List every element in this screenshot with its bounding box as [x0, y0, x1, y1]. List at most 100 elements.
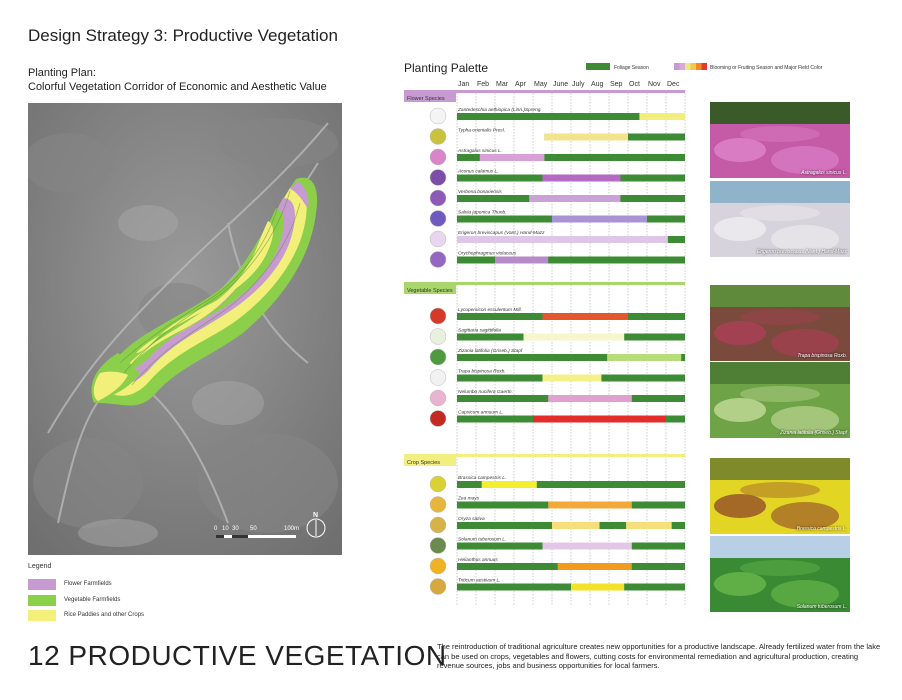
legend-swatch-vegetable	[28, 595, 56, 606]
species-name: Brassica campestris L.	[458, 475, 506, 481]
group-header-tab	[404, 285, 456, 294]
species-icon	[429, 578, 447, 595]
scale-bar: 0 10 30 50 100m	[214, 526, 299, 538]
species-photo: Trapa bispinosa Roxb.	[710, 285, 850, 361]
legend-swatch-flower	[28, 579, 56, 590]
legend-label-vegetable: Vegetable Farmfields	[64, 597, 121, 603]
scale-label: 10	[222, 526, 229, 532]
planting-palette-title: Planting Palette	[404, 61, 489, 75]
month-label: Jan	[458, 81, 469, 88]
species-name: Trapa bispinosa Roxb.	[458, 369, 506, 375]
species-name: Capsicum annuum L.	[458, 410, 503, 416]
month-label: June	[553, 81, 568, 88]
photo-image	[710, 458, 850, 534]
month-label: Mar	[496, 81, 509, 88]
species-icon	[429, 189, 447, 207]
photo-image	[710, 362, 850, 438]
photo-caption: Erigeron breviscapus (Vant.) Hand-Mazz	[756, 249, 847, 255]
bloom-bar	[495, 256, 549, 264]
bloom-bar	[552, 522, 600, 529]
species-name: Lycopersicon esculentum Mill.	[458, 307, 522, 313]
species-name: Zea mays	[457, 496, 480, 502]
foliage-bar	[457, 256, 685, 264]
bloom-season-swatch	[674, 63, 680, 70]
vegetation-corridor	[91, 177, 318, 406]
species-icon	[429, 169, 447, 186]
scale-label: 0	[214, 526, 218, 532]
bloom-season-swatch	[696, 63, 702, 70]
month-label: Sep	[610, 81, 623, 88]
bloom-bar	[542, 313, 628, 320]
photo-image	[710, 536, 850, 612]
foliage-bar	[457, 113, 666, 120]
legend-swatch-rice	[28, 610, 56, 621]
species-icon	[429, 557, 447, 575]
species-name: Zantedeschia aethiopica (Linn.)Spreng.	[457, 107, 542, 113]
bloom-bar	[557, 563, 632, 570]
photo-image	[710, 285, 850, 361]
month-label: Oct	[629, 81, 640, 88]
bloom-bar	[542, 374, 602, 382]
species-photo: Astragalus sinicus L.	[710, 102, 850, 178]
bloom-season-swatch	[701, 63, 707, 70]
bloom-bar	[552, 215, 647, 223]
planting-plan-title: Planting Plan: Colorful Vegetation Corri…	[28, 66, 327, 94]
bloom-bar	[639, 113, 685, 120]
bloom-season-swatch	[679, 63, 685, 70]
species-icon	[429, 537, 447, 554]
species-photo: Brassica campestris L.	[710, 458, 850, 534]
month-label: May	[534, 81, 548, 88]
scale-label: 30	[232, 526, 239, 532]
legend-label-flower: Flower Farmfields	[64, 581, 112, 587]
page-title: Design Strategy 3: Productive Vegetation	[28, 26, 338, 45]
group-header-bar	[404, 282, 685, 285]
bloom-bar	[523, 333, 625, 341]
species-name: Orychophragmus violaceus	[458, 251, 517, 257]
photo-image	[710, 181, 850, 257]
bloom-bar	[481, 481, 537, 488]
photo-caption: Zizania latifolia (Griseb.) Stapf	[780, 430, 847, 436]
scale-bar-line	[216, 535, 296, 538]
bloom-season-swatch	[685, 63, 691, 70]
species-name: Astragalus sinicus L.	[457, 148, 502, 154]
species-name: Oryza sativa	[458, 516, 485, 522]
bloom-bar	[479, 154, 545, 161]
species-name: Zizania latifolia (Griseb.) Stapf	[457, 348, 523, 354]
species-icon	[429, 128, 447, 145]
foliage-bar	[457, 481, 685, 488]
bloom-bar	[529, 195, 621, 202]
species-icon	[429, 389, 447, 407]
planting-plan-title-line1: Planting Plan:	[28, 67, 96, 79]
bloom-bar	[542, 174, 621, 182]
bloom-bar	[548, 501, 632, 509]
planting-plan-map: 0 10 30 50 100m N	[28, 103, 342, 555]
bloom-season-label: Blooming or Fruiting Season and Major Fi…	[710, 65, 823, 71]
foliage-season-label: Foliage Season	[614, 65, 649, 71]
photo-caption: Brassica campestris L.	[796, 526, 847, 532]
month-label: Apr	[515, 81, 527, 88]
legend-label-rice: Rice Paddies and other Crops	[64, 612, 145, 618]
species-photo: Zizania latifolia (Griseb.) Stapf	[710, 362, 850, 438]
group-header-tab	[404, 93, 456, 102]
photo-image	[710, 102, 850, 178]
species-icon	[429, 369, 447, 386]
species-name: Triticum aestivum L.	[458, 578, 501, 584]
species-icon	[429, 230, 447, 248]
species-name: Salvia japonica Thunb.	[458, 210, 507, 216]
bloom-season-swatch	[690, 63, 696, 70]
species-name: Solanum tuberosum L.	[458, 537, 506, 543]
group-header-tab	[404, 457, 456, 466]
photo-caption: Astragalus sinicus L.	[801, 170, 847, 176]
species-name: Verbena bonariensis	[458, 189, 502, 195]
foliage-season-swatch	[586, 63, 610, 70]
species-name: Nelumbo nucifera Gaertn.	[458, 389, 513, 395]
bloom-bar	[548, 395, 632, 402]
species-name: Helianthus annuus	[458, 557, 498, 563]
month-label: Aug	[591, 81, 604, 88]
scale-label: 50	[250, 526, 257, 532]
species-icon	[429, 251, 447, 268]
bloom-bar	[571, 583, 625, 591]
month-label: July	[572, 81, 585, 88]
group-header-label: Vegetable Species	[407, 288, 453, 294]
species-name: Typha orientalis Presl.	[458, 128, 505, 134]
